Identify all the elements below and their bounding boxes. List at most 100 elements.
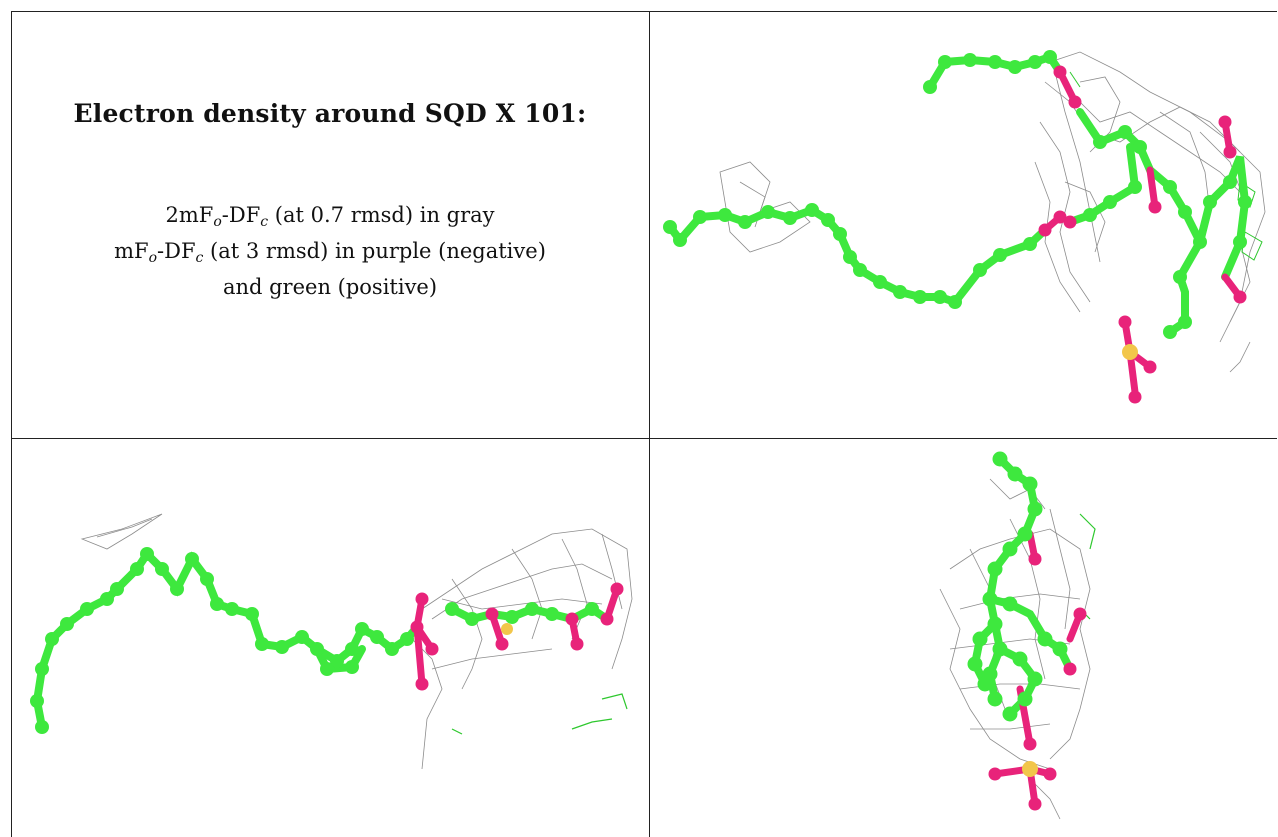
molecule-view-2-icon <box>30 513 633 770</box>
carbon-atom <box>370 630 384 644</box>
legend-line1-sub-c: c <box>260 214 269 230</box>
molecule-view-1-icon <box>663 50 1266 404</box>
sulfur-atom <box>1022 761 1038 777</box>
carbon-atom <box>1163 180 1177 194</box>
carbon-atom <box>100 592 114 606</box>
carbon-atom <box>1012 651 1028 667</box>
oxygen-atom <box>1233 290 1247 304</box>
oxygen-atom <box>1038 223 1052 237</box>
molecule-view-bottom-left <box>12 439 649 837</box>
oxygen-atom <box>1223 145 1237 159</box>
oxygen-atom <box>1073 607 1087 621</box>
carbon-atom <box>805 203 819 217</box>
carbon-atom <box>545 607 559 621</box>
carbon-atom <box>933 290 947 304</box>
legend-line2-sub-o: o <box>148 250 158 266</box>
oxygen-atom <box>425 642 439 656</box>
carbon-atom <box>988 55 1002 69</box>
carbon-atom <box>987 616 1003 632</box>
carbon-atom <box>987 691 1003 707</box>
legend-line1-suffix: (at 0.7 rmsd) in gray <box>268 203 495 227</box>
legend-line2-sub-c: c <box>195 250 204 266</box>
carbon-atom <box>45 632 59 646</box>
carbon-atom <box>992 451 1008 467</box>
oxygen-atom <box>565 612 579 626</box>
oxygen-atom <box>1053 65 1067 79</box>
table-top-border <box>11 11 1277 12</box>
carbon-atom <box>1002 706 1018 722</box>
carbon-atom <box>1163 325 1177 339</box>
carbon-atom <box>80 602 94 616</box>
carbon-atom <box>1173 270 1187 284</box>
molecule-view-top-right <box>650 12 1277 438</box>
carbon-atom <box>1118 125 1132 139</box>
oxygen-atom <box>600 612 614 626</box>
carbon-atom <box>1002 596 1018 612</box>
carbon-atom <box>1178 315 1192 329</box>
carbon-atom <box>853 263 867 277</box>
carbon-atom <box>1083 208 1097 222</box>
carbon-atom <box>35 662 49 676</box>
oxygen-atom <box>570 637 584 651</box>
carbon-atom <box>982 591 998 607</box>
carbon-atom <box>345 660 359 674</box>
oxygen-atom <box>1118 315 1132 329</box>
electron-density-mesh-gray <box>80 513 633 770</box>
oxygen-atom <box>1068 95 1082 109</box>
carbon-atom <box>761 205 775 219</box>
carbon-atom <box>1203 195 1217 209</box>
oxygen-atom <box>988 767 1002 781</box>
carbon-atom <box>893 285 907 299</box>
legend-cell: Electron density around SQD X 101: 2mFo-… <box>11 11 649 439</box>
oxygen-atom <box>1043 767 1057 781</box>
carbon-atom <box>843 250 857 264</box>
carbon-atom <box>1002 541 1018 557</box>
legend-line2-prefix: mF <box>114 239 149 263</box>
carbon-atom <box>1037 631 1053 647</box>
oxygen-atom <box>415 677 429 691</box>
legend-title: Electron density around SQD X 101: <box>73 99 587 128</box>
carbon-atom <box>245 607 259 621</box>
molecule-view-bottom-right <box>650 439 1277 837</box>
carbon-atom <box>1017 526 1033 542</box>
carbon-atom <box>60 617 74 631</box>
electron-density-mesh-green <box>451 693 628 735</box>
carbon-atom <box>330 654 344 668</box>
carbon-atom <box>673 233 687 247</box>
oxygen-atom <box>1053 210 1067 224</box>
carbon-atom <box>977 676 993 692</box>
carbon-atom <box>445 602 459 616</box>
carbon-atom <box>1022 476 1038 492</box>
carbon-atom <box>1093 135 1107 149</box>
carbon-atom <box>1238 195 1252 209</box>
oxygen-atom <box>485 607 499 621</box>
carbon-atom <box>505 610 519 624</box>
carbon-atom <box>873 275 887 289</box>
carbon-atom <box>923 80 937 94</box>
carbon-atom <box>30 694 44 708</box>
carbon-atom <box>783 211 797 225</box>
carbon-atom <box>1193 235 1207 249</box>
oxygen-atom <box>1143 360 1157 374</box>
carbon-atom <box>170 582 184 596</box>
carbon-atom <box>110 582 124 596</box>
carbon-atom <box>210 597 224 611</box>
legend-line-positive: and green (positive) <box>222 275 438 299</box>
carbon-atom <box>1008 60 1022 74</box>
atoms-bottom-left <box>30 547 624 734</box>
carbon-atom <box>967 656 983 672</box>
carbon-atom <box>585 602 599 616</box>
atoms-top-right <box>663 50 1252 404</box>
legend-line-2mfo: 2mFo-DFc (at 0.7 rmsd) in gray <box>11 201 649 237</box>
carbon-atom <box>1007 466 1023 482</box>
legend-line1-prefix: 2mF <box>165 203 214 227</box>
carbon-atom <box>833 227 847 241</box>
table-left-border <box>11 11 12 837</box>
oxygen-atom <box>1063 662 1077 676</box>
legend-line2-middle: -DF <box>157 239 196 263</box>
carbon-atom <box>1133 140 1147 154</box>
carbon-atom <box>1027 671 1043 687</box>
legend-line2-suffix: (at 3 rmsd) in purple (negative) <box>203 239 546 263</box>
legend-line1-sub-o: o <box>213 214 222 230</box>
carbon-atom <box>140 547 154 561</box>
